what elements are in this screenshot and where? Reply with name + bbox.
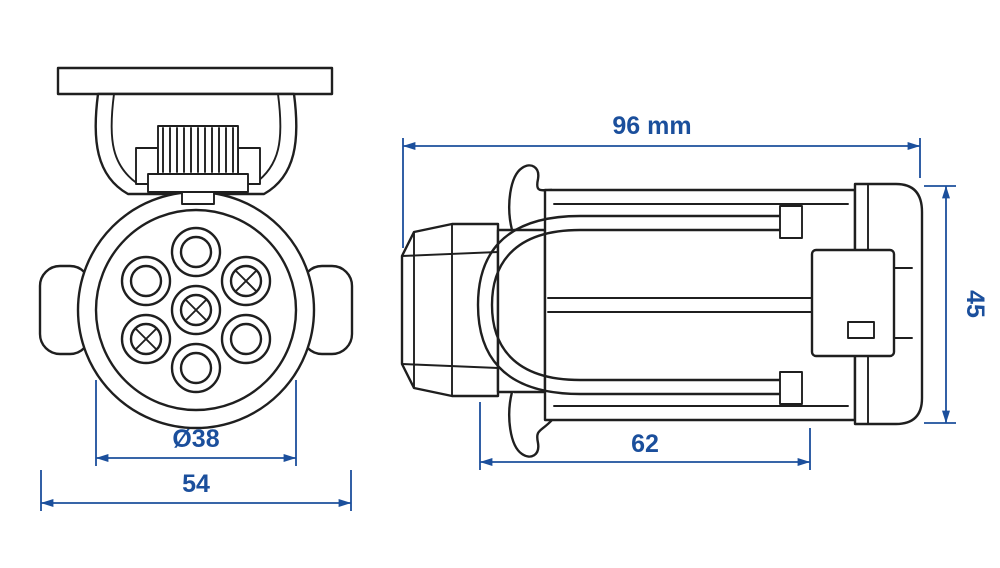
- bottom-wing: [508, 391, 553, 458]
- pin-x-mark: [234, 269, 258, 293]
- mount-flange: [56, 66, 334, 96]
- dimension-label-diameter: Ø38: [172, 425, 219, 453]
- pin-contact: [179, 293, 213, 327]
- cable-gland: [400, 222, 500, 398]
- dimension-label-length: 96 mm: [612, 112, 691, 140]
- bail-clamp: [476, 205, 803, 405]
- pin-contact: [129, 264, 163, 298]
- latch-block: [810, 248, 913, 358]
- socket-rim-circle: [94, 208, 298, 412]
- cover-hood-inner-left: [110, 93, 139, 185]
- dimension-label-body-length: 62: [631, 430, 659, 458]
- side-dimensions: 96 mm 45 62: [402, 112, 989, 470]
- hinge-plate: [147, 173, 249, 193]
- body-edge-lines: [553, 203, 849, 407]
- bail-inner: [490, 228, 794, 382]
- pin-contact: [229, 322, 263, 356]
- collar: [496, 228, 547, 394]
- spring-coil-hatch: [162, 127, 234, 173]
- front-view: [38, 66, 354, 430]
- latch-body: [810, 248, 896, 358]
- front-dimensions: Ø38 54: [40, 380, 352, 511]
- bail-outer: [476, 214, 794, 396]
- pin: [220, 313, 272, 365]
- pin-contact: [179, 235, 213, 269]
- cover-hood-inner-right: [253, 93, 282, 185]
- latch-slot: [847, 321, 875, 339]
- pin-x-mark: [184, 298, 208, 322]
- plug-body: [543, 188, 857, 422]
- hinge-spring-assembly: [135, 125, 261, 205]
- pin-x-mark: [134, 327, 158, 351]
- side-view: [400, 164, 924, 458]
- latch-steps: [893, 267, 913, 339]
- cable-gland-facets: [401, 223, 499, 397]
- pin: [170, 342, 222, 394]
- dimension-label-width: 54: [182, 470, 210, 498]
- bail-pivot-bottom: [779, 371, 803, 405]
- bail-pivot-top: [779, 205, 803, 239]
- dimension-label-height: 45: [961, 290, 989, 318]
- pin: [170, 226, 222, 278]
- top-wing: [508, 164, 553, 231]
- pin-contact: [229, 264, 263, 298]
- pin-contact: [179, 351, 213, 385]
- pin-contact: [129, 322, 163, 356]
- pin-group: [120, 226, 272, 394]
- pin: [120, 255, 172, 307]
- latch-tab: [181, 191, 215, 205]
